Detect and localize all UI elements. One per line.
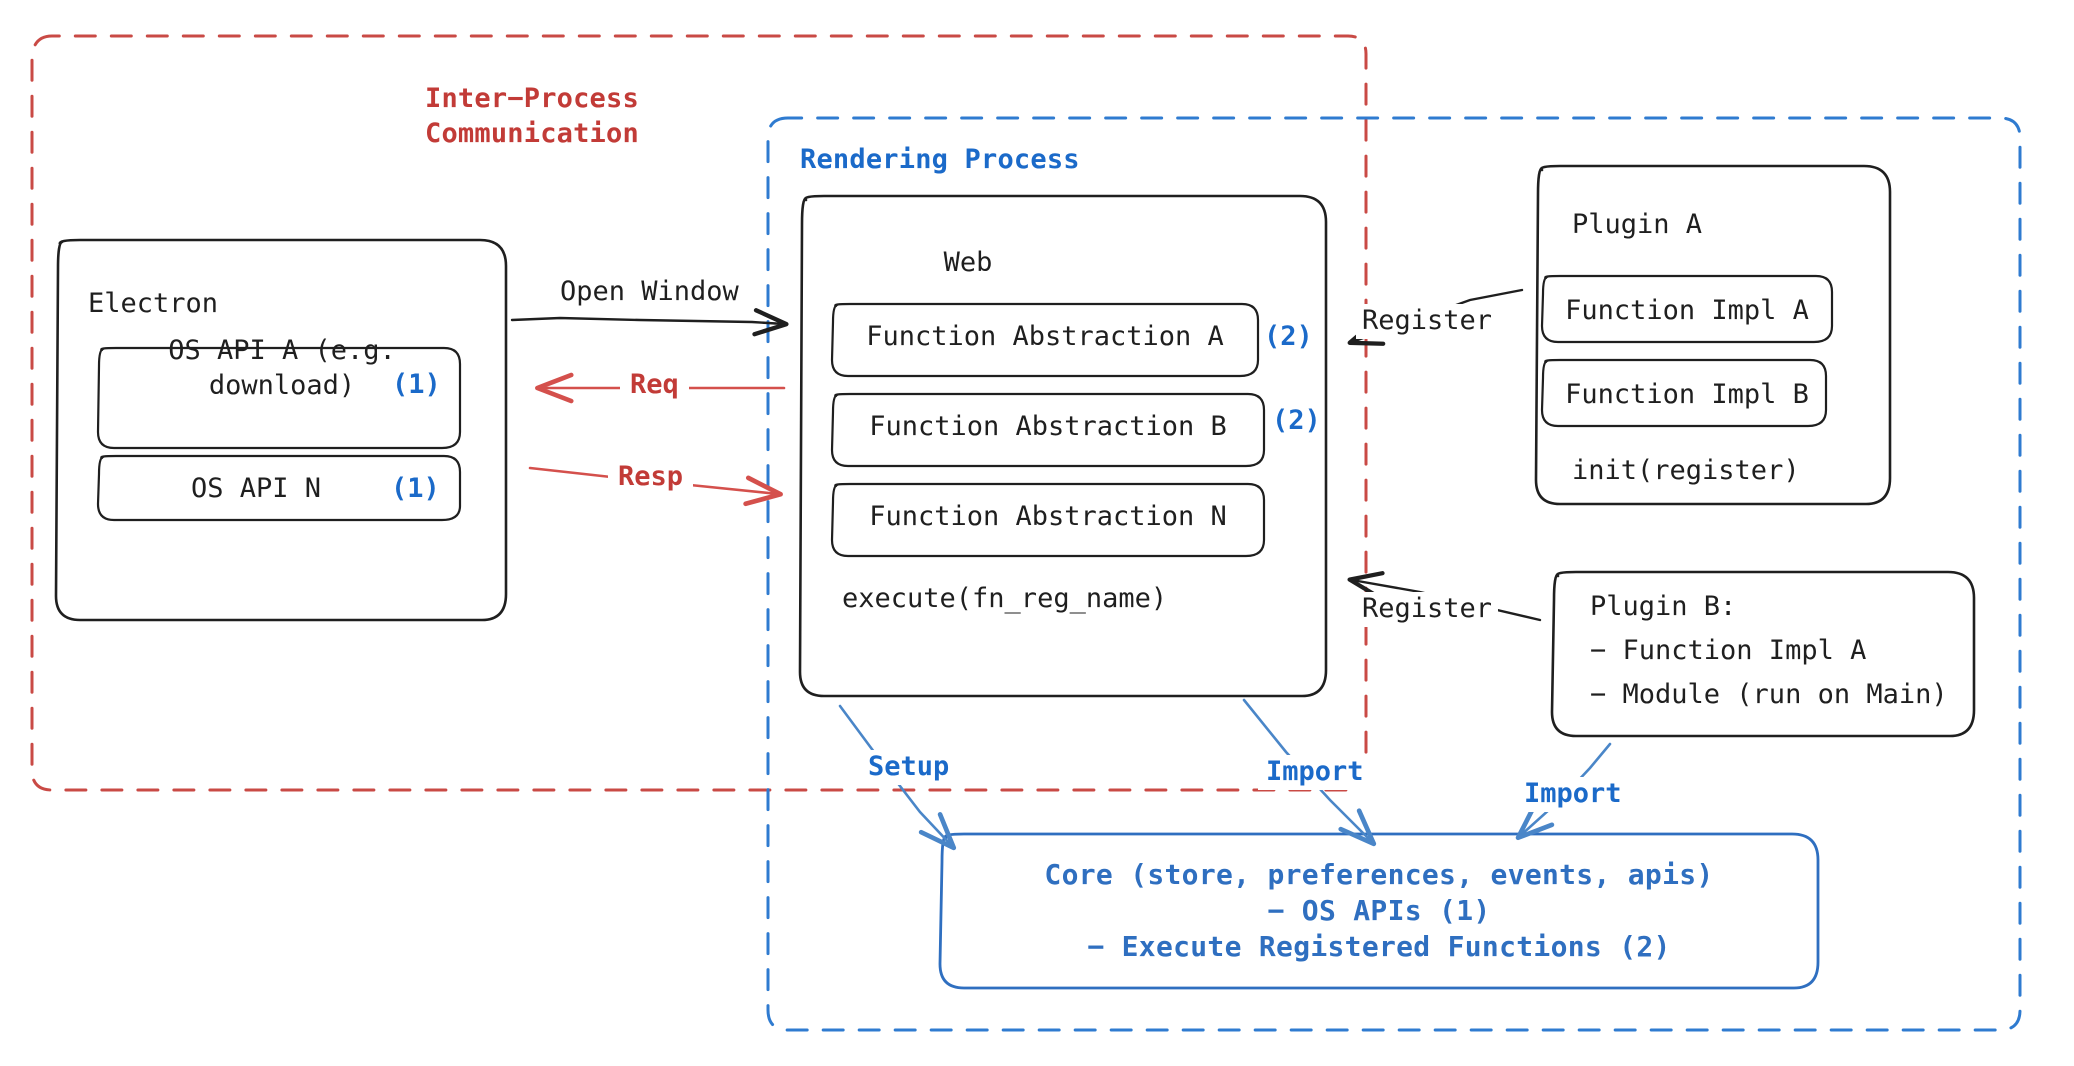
node-plugin-a[interactable]: Plugin A Function Impl A Function Impl B… bbox=[1536, 166, 1890, 504]
plugin-a-title: Plugin A bbox=[1572, 209, 1703, 240]
edge-label-register-b: Register bbox=[1356, 592, 1499, 627]
plugin-a-footer-init: init(register) bbox=[1572, 455, 1800, 486]
web-item-0-tag: (2) bbox=[1264, 321, 1313, 352]
node-plugin-b[interactable]: Plugin B: − Function Impl A − Module (ru… bbox=[1552, 572, 1974, 736]
web-item-1-tag: (2) bbox=[1272, 405, 1321, 436]
node-web[interactable]: Web Function Abstraction A (2) Function … bbox=[800, 196, 1326, 696]
edge-label-import-web: Import bbox=[1258, 755, 1372, 790]
web-footer-execute: execute(fn_reg_name) bbox=[842, 583, 1168, 614]
electron-item-0-label: OS API A (e.g. download) bbox=[168, 335, 396, 401]
edge-label-req: Req bbox=[620, 368, 689, 403]
edge-open-window-arrow bbox=[510, 308, 789, 337]
core-line-2: − Execute Registered Functions (2) bbox=[1087, 930, 1671, 963]
edge-label-open-window: Open Window bbox=[560, 276, 739, 307]
plugin-a-item-1-label: Function Impl B bbox=[1565, 379, 1809, 410]
electron-item-1-label: OS API N bbox=[190, 473, 322, 504]
region-label-ipc: Inter−Process Communication bbox=[425, 83, 639, 149]
edge-label-resp: Resp bbox=[608, 460, 694, 495]
web-item-0-label: Function Abstraction A bbox=[866, 321, 1224, 352]
plugin-b-line-1: − Function Impl A bbox=[1590, 635, 1867, 666]
edge-label-register-a: Register bbox=[1356, 304, 1499, 339]
electron-item-0-tag: (1) bbox=[392, 369, 441, 400]
edge-label-import-plugin: Import bbox=[1516, 777, 1630, 812]
plugin-b-line-0: Plugin B: bbox=[1590, 591, 1737, 622]
web-title: Web bbox=[943, 247, 993, 278]
node-core[interactable]: Core (store, preferences, events, apis) … bbox=[940, 834, 1818, 988]
node-electron[interactable]: Electron OS API A (e.g. download) (1) OS… bbox=[56, 240, 506, 620]
core-line-0: Core (store, preferences, events, apis) bbox=[1044, 858, 1714, 891]
edge-label-setup: Setup bbox=[860, 750, 958, 785]
electron-title: Electron bbox=[88, 288, 219, 319]
region-label-rendering-process: Rendering Process bbox=[800, 144, 1080, 175]
plugin-a-item-0-label: Function Impl A bbox=[1565, 295, 1809, 326]
plugin-b-line-2: − Module (run on Main) bbox=[1590, 679, 1948, 710]
electron-item-1-tag: (1) bbox=[391, 473, 440, 504]
web-item-2-label: Function Abstraction N bbox=[869, 501, 1227, 532]
web-item-1-label: Function Abstraction B bbox=[869, 411, 1227, 442]
core-line-1: − OS APIs (1) bbox=[1267, 894, 1491, 927]
